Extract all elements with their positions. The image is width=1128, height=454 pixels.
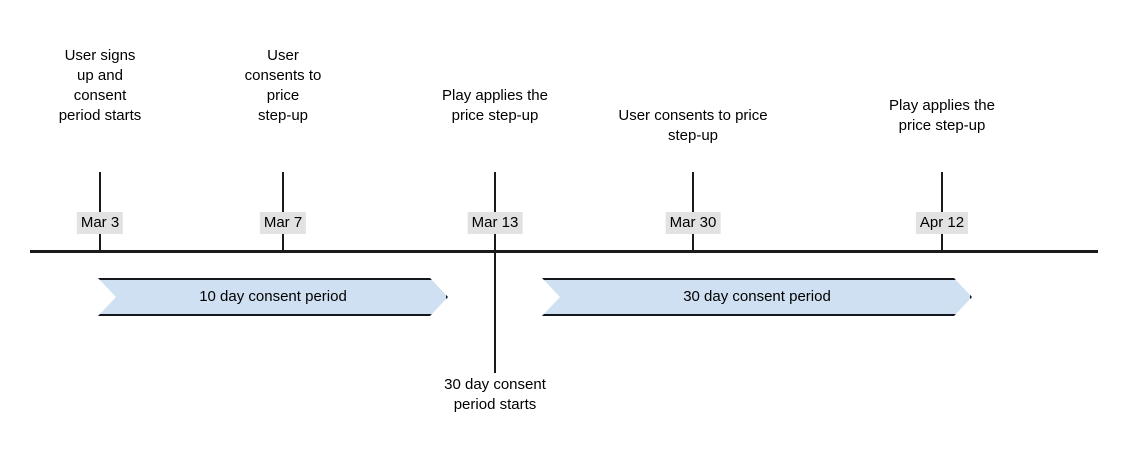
banner-30-day-label: 30 day consent period bbox=[683, 288, 831, 305]
event-caption-signup: User signs up and consent period starts bbox=[58, 47, 142, 124]
tick-line-consent-10day bbox=[282, 172, 284, 250]
event-caption-stepup-applied-1: Play applies the price step-up bbox=[442, 87, 548, 124]
tick-line-stepup-applied-2 bbox=[941, 172, 943, 250]
banner-10-day bbox=[98, 278, 448, 316]
tick-line-stepup-applied-1 bbox=[494, 172, 496, 250]
date-chip-stepup-applied-1: Mar 13 bbox=[467, 212, 523, 234]
event-caption-consent-30day: User consents to price step-up bbox=[618, 107, 768, 144]
banner-30-day bbox=[542, 278, 972, 316]
tick-line-consent-30day bbox=[692, 172, 694, 250]
date-chip-signup: Mar 3 bbox=[76, 212, 124, 234]
event-caption-stepup-applied-2: Play applies the price step-up bbox=[889, 97, 995, 134]
tick-line-signup bbox=[99, 172, 101, 250]
date-chip-stepup-applied-2: Apr 12 bbox=[915, 212, 969, 234]
event-caption-consent-10day: User consents to price step-up bbox=[244, 47, 322, 124]
timeline-axis bbox=[30, 250, 1098, 253]
date-chip-consent-30day: Mar 30 bbox=[665, 212, 721, 234]
mar-13-down-connector bbox=[494, 250, 496, 373]
below-axis-note: 30 day consent period starts bbox=[444, 376, 546, 413]
date-chip-consent-10day: Mar 7 bbox=[259, 212, 307, 234]
banner-10-day-label: 10 day consent period bbox=[199, 288, 347, 305]
